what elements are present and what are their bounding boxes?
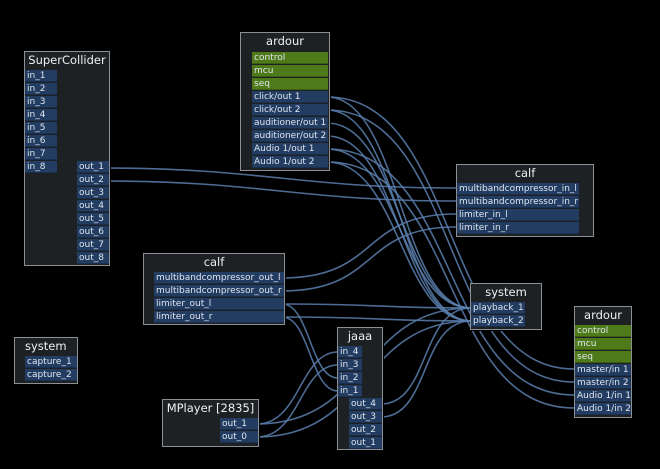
output-port[interactable]: out_1	[77, 161, 109, 173]
wire	[281, 303, 339, 379]
input-port[interactable]: in_2	[338, 372, 362, 384]
node-title: SuperCollider	[28, 53, 106, 67]
output-port[interactable]: capture_2	[25, 369, 77, 381]
output-port[interactable]: Audio 1/out 1	[252, 143, 328, 155]
input-port[interactable]: limiter_in_r	[457, 222, 579, 234]
calf-output-node[interactable]: calf multibandcompressor_out_l multiband…	[143, 253, 285, 325]
input-port[interactable]: in_1	[338, 385, 362, 397]
output-port[interactable]: out_2	[349, 424, 382, 436]
input-port[interactable]: in_2	[25, 83, 57, 95]
system-capture-node[interactable]: system capture_1 capture_2	[14, 337, 78, 384]
output-port[interactable]: limiter_out_l	[154, 298, 284, 310]
input-port[interactable]: limiter_in_l	[457, 209, 579, 221]
input-port[interactable]: multibandcompressor_in_r	[457, 196, 579, 208]
input-port[interactable]: playback_2	[471, 315, 525, 327]
output-port[interactable]: out_3	[349, 411, 382, 423]
wire	[256, 364, 339, 438]
input-port[interactable]: master/in 1	[575, 364, 631, 376]
midi-port[interactable]: mcu	[575, 338, 631, 350]
node-title: calf	[514, 166, 536, 180]
input-port[interactable]: master/in 2	[575, 377, 631, 389]
wire	[281, 303, 472, 309]
output-port[interactable]: limiter_out_r	[154, 311, 284, 323]
output-port[interactable]: out_4	[349, 398, 382, 410]
mplayer-node[interactable]: MPlayer [2835] out_1 out_0	[162, 399, 259, 447]
calf-input-node[interactable]: calf multibandcompressor_in_l multibandc…	[456, 164, 594, 237]
input-port[interactable]: in_5	[25, 122, 57, 134]
node-title: ardour	[266, 34, 304, 48]
node-title: MPlayer [2835]	[166, 401, 255, 415]
midi-port[interactable]: seq	[252, 78, 328, 90]
wire	[326, 148, 472, 309]
wire	[281, 316, 472, 322]
wire	[380, 307, 472, 405]
input-port[interactable]: in_8	[25, 161, 57, 173]
wire	[256, 351, 339, 425]
input-port[interactable]: in_7	[25, 148, 57, 160]
input-port[interactable]: playback_1	[471, 302, 525, 314]
midi-port[interactable]: control	[575, 325, 631, 337]
output-port[interactable]: capture_1	[25, 356, 77, 368]
output-port[interactable]: out_1	[349, 437, 382, 449]
output-port[interactable]: out_3	[77, 187, 109, 199]
wire	[326, 122, 472, 309]
node-title: ardour	[584, 308, 622, 322]
input-port[interactable]: in_4	[338, 346, 362, 358]
output-port[interactable]: out_5	[77, 213, 109, 225]
input-port[interactable]: in_6	[25, 135, 57, 147]
output-port[interactable]: click/out 1	[252, 91, 328, 103]
midi-port[interactable]: control	[252, 52, 328, 64]
node-title: system	[25, 339, 67, 353]
output-port[interactable]: out_1	[220, 418, 258, 430]
wire	[326, 135, 472, 322]
output-port[interactable]: out_8	[77, 252, 109, 264]
node-title: system	[485, 285, 527, 299]
wire	[103, 180, 457, 202]
wire	[326, 96, 472, 309]
wire	[281, 226, 457, 292]
output-port[interactable]: out_6	[77, 226, 109, 238]
input-port[interactable]: Audio 1/in 2	[575, 403, 631, 415]
node-title: calf	[203, 255, 225, 269]
input-port[interactable]: in_3	[25, 96, 57, 108]
input-port[interactable]: in_3	[338, 359, 362, 371]
output-port[interactable]: auditioner/out 1	[252, 117, 328, 129]
output-port[interactable]: multibandcompressor_out_l	[154, 272, 284, 284]
output-port[interactable]: Audio 1/out 2	[252, 156, 328, 168]
output-port[interactable]: multibandcompressor_out_r	[154, 285, 284, 297]
output-port[interactable]: auditioner/out 2	[252, 130, 328, 142]
wire	[281, 316, 339, 392]
ardour-input-node[interactable]: ardour control mcu seq master/in 1 maste…	[574, 306, 632, 418]
output-port[interactable]: out_4	[77, 200, 109, 212]
output-port[interactable]: out_2	[77, 174, 109, 186]
midi-port[interactable]: mcu	[252, 65, 328, 77]
wire	[281, 213, 457, 279]
output-port[interactable]: click/out 2	[252, 104, 328, 116]
wire	[380, 320, 472, 418]
output-port[interactable]: out_0	[220, 431, 258, 443]
wire	[103, 167, 457, 189]
ardour-output-node[interactable]: ardour control mcu seq click/out 1 click…	[240, 32, 330, 171]
input-port[interactable]: in_4	[25, 109, 57, 121]
node-title: jaaa	[347, 329, 373, 343]
supercollider-node[interactable]: SuperCollider in_1 in_2 in_3 in_4 in_5 i…	[24, 51, 110, 266]
input-port[interactable]: Audio 1/in 1	[575, 390, 631, 402]
input-port[interactable]: multibandcompressor_in_l	[457, 183, 579, 195]
jaaa-node[interactable]: jaaa in_4 in_3 in_2 in_1 out_4 out_3 out…	[337, 327, 383, 450]
system-playback-node[interactable]: system playback_1 playback_2	[470, 283, 542, 330]
output-port[interactable]: out_7	[77, 239, 109, 251]
input-port[interactable]: in_1	[25, 70, 57, 82]
wire	[326, 161, 472, 322]
midi-port[interactable]: seq	[575, 351, 631, 363]
wire	[326, 109, 472, 322]
